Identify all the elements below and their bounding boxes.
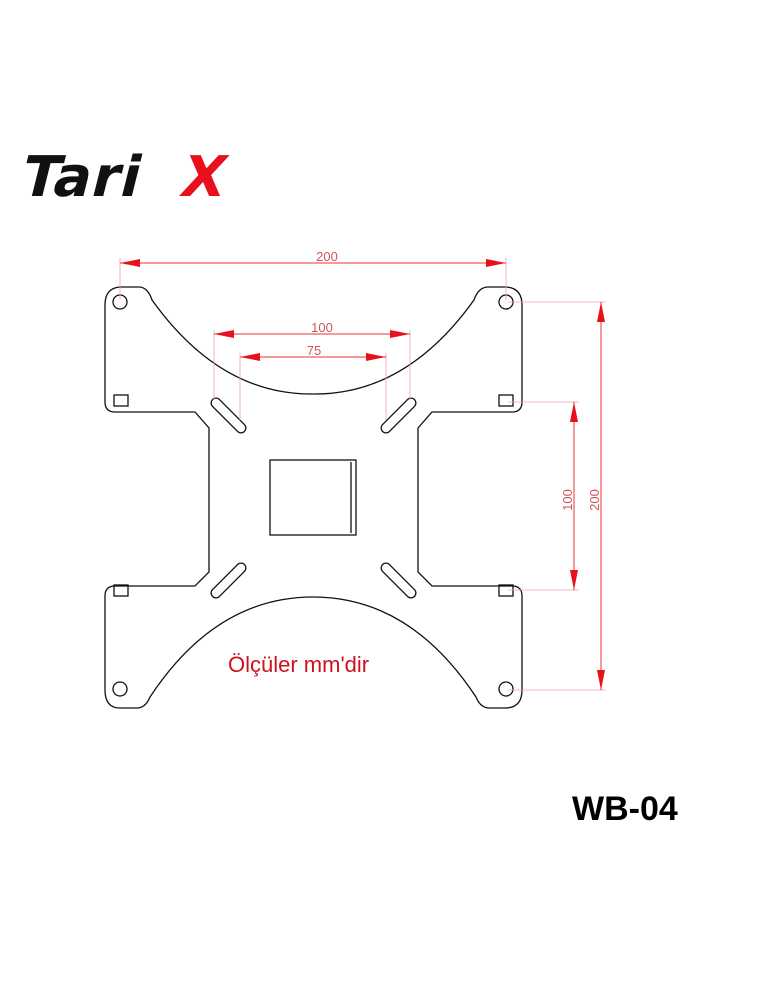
dimension-right-100: 100 (560, 402, 578, 590)
dim-label-right-100: 100 (560, 489, 575, 511)
center-cutout (269, 459, 357, 536)
vesa-slots (210, 397, 417, 599)
dimension-right-200: 200 (587, 302, 605, 690)
dim-label-top-75: 75 (307, 343, 321, 358)
model-number: WB-04 (572, 790, 678, 828)
dim-label-right-200: 200 (587, 489, 602, 511)
dim-label-top-100: 100 (311, 320, 333, 335)
dim-label-top-200: 200 (316, 249, 338, 264)
extension-lines (119, 258, 606, 691)
dimension-top-100: 100 (214, 320, 410, 338)
units-note: Ölçüler mm'dir (228, 652, 369, 677)
plate-outline (104, 286, 523, 709)
mounting-holes (112, 294, 514, 697)
dimension-top-200: 200 (120, 249, 506, 267)
logo-text-main: Tari (15, 145, 151, 210)
dimension-top-75: 75 (240, 343, 386, 361)
tarix-logo: Tari X (15, 145, 234, 210)
logo-text-accent: X (175, 145, 234, 210)
